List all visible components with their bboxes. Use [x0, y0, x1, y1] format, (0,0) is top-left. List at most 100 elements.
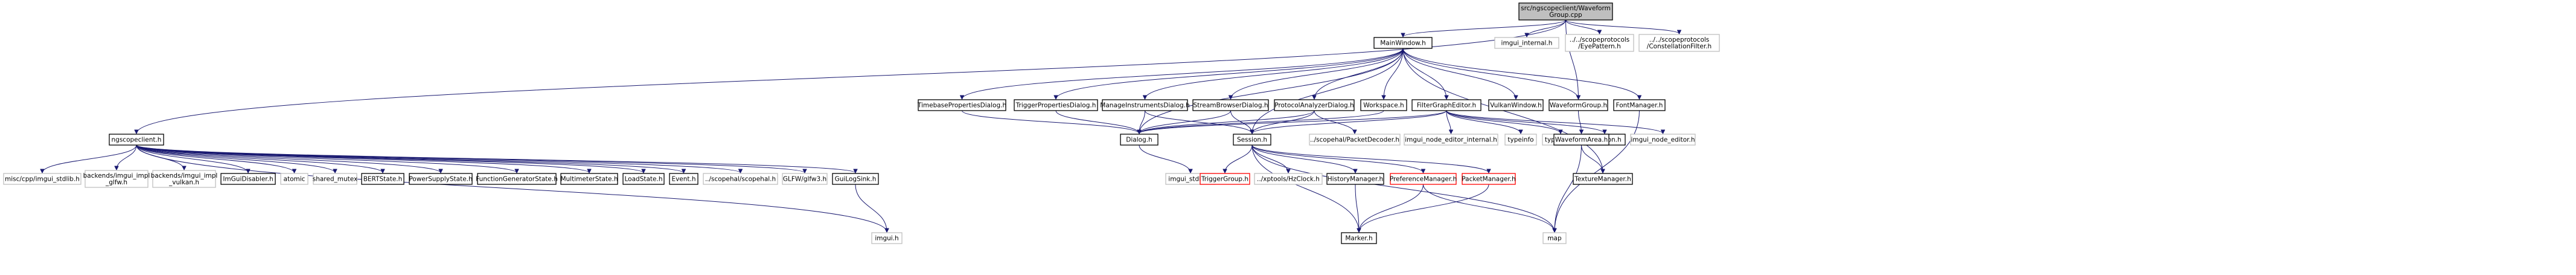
edge-mainwindow-to-filtergraph	[1402, 48, 1446, 99]
node-box-vulkanwindow	[1488, 99, 1544, 111]
node-box-packetdecoder	[1309, 134, 1401, 146]
node-label-scopehal: ../scopehal/scopehal.h	[705, 176, 776, 183]
node-box-historymgr	[1326, 173, 1384, 185]
edge-session-to-historymgr	[1251, 144, 1355, 173]
node-map: map	[1542, 232, 1567, 244]
node-timebase[interactable]: TimebasePropertiesDialog.h	[917, 99, 1006, 111]
node-box-session	[1233, 134, 1271, 146]
node-label-constellation: ../../scopeprotocols	[1649, 36, 1710, 44]
node-label-sharedmutex: shared_mutex	[313, 176, 358, 183]
node-label-manageinst: ManageInstrumentsDialog.h	[1100, 102, 1189, 109]
edge-mainwindow-to-trigprops	[1056, 48, 1404, 99]
node-constellation: ../../scopeprotocols/ConstellationFilter…	[1638, 34, 1720, 52]
node-guilogsink[interactable]: GuiLogSink.h	[832, 173, 879, 185]
node-box-guilogsink	[832, 173, 879, 185]
node-session[interactable]: Session.h	[1233, 134, 1271, 146]
node-label-glfw3: GLFW/glfw3.h	[783, 176, 826, 183]
node-event[interactable]: Event.h	[669, 173, 698, 185]
node-label-packetdecoder: ../scopehal/PacketDecoder.h	[1310, 137, 1399, 144]
node-eyepattern: ../../scopeprotocols/EyePattern.h	[1565, 34, 1634, 52]
node-label-multimeter: MultimeterState.h	[560, 176, 618, 183]
edge-fontmanager-to-map	[1555, 110, 1640, 232]
node-label-marker: Marker.h	[1345, 235, 1372, 242]
node-powersupply[interactable]: PowerSupplyState.h	[409, 173, 473, 185]
node-nodeeditor: imgui_node_editor.h	[1630, 134, 1696, 146]
edge-ngscopeclient-to-scopehal	[136, 144, 741, 173]
node-texturemgr[interactable]: TextureManager.h	[1573, 173, 1633, 185]
node-dialog[interactable]: Dialog.h	[1120, 134, 1159, 146]
edge-prefmgr-to-marker	[1359, 184, 1424, 232]
node-protoanalyzer[interactable]: ProtocolAnalyzerDialog.h	[1274, 99, 1355, 111]
node-filtergraph[interactable]: FilterGraphEditor.h	[1411, 99, 1481, 111]
node-box-bertstate	[361, 173, 404, 185]
node-label-trigprops: TriggerPropertiesDialog.h	[1015, 102, 1096, 109]
edge-filtergraph-to-session	[1252, 110, 1447, 134]
node-label-bertstate: BERTState.h	[363, 176, 403, 183]
node-imgui: imgui.h	[871, 232, 903, 244]
edge-ngscopeclient-to-imguidisabler	[136, 144, 248, 173]
node-label-vulkanwindow: VulkanWindow.h	[1490, 102, 1541, 109]
node-manageinst[interactable]: ManageInstrumentsDialog.h	[1100, 99, 1190, 111]
node-box-fontmanager	[1613, 99, 1666, 111]
node-bertstate[interactable]: BERTState.h	[361, 173, 404, 185]
node-label-atomic: atomic	[284, 176, 305, 183]
edge-session-to-triggergroup	[1225, 144, 1253, 173]
edge-protoanalyzer-to-session	[1252, 110, 1315, 134]
edge-timebase-to-dialog	[962, 110, 1140, 134]
node-label-filtergraph: FilterGraphEditor.h	[1417, 102, 1476, 109]
node-box-nodeeditorint	[1404, 134, 1498, 146]
node-box-event	[669, 173, 698, 185]
node-hzclock: ../xptools/HzClock.h	[1254, 173, 1323, 185]
node-label-packetmgr: PacketManager.h	[1462, 176, 1515, 183]
node-box-funcgen	[477, 173, 557, 185]
node-workspace[interactable]: Workspace.h	[1360, 99, 1407, 111]
node-label-constellation: /ConstellationFilter.h	[1647, 43, 1711, 50]
edge-mainwindow-to-fontmanager	[1402, 48, 1640, 99]
node-label-timebase: TimebasePropertiesDialog.h	[917, 102, 1006, 109]
node-marker[interactable]: Marker.h	[1341, 232, 1377, 244]
edge-root-to-ngscopeclient	[136, 19, 1566, 134]
edge-ngscopeclient-to-sharedmutex	[136, 144, 335, 173]
node-box-waveformarea	[1553, 134, 1609, 146]
node-box-vulkan	[152, 170, 216, 188]
node-ngscopeclient[interactable]: ngscopeclient.h	[109, 134, 164, 146]
node-funcgen[interactable]: FunctionGeneratorState.h	[476, 173, 558, 185]
node-waveformarea[interactable]: WaveformArea.h	[1553, 134, 1609, 146]
node-packetmgr: PacketManager.h	[1462, 173, 1516, 185]
edge-ngscopeclient-to-stdlib	[42, 144, 137, 173]
edge-root-to-eyepattern	[1565, 19, 1600, 34]
node-loadstate[interactable]: LoadState.h	[622, 173, 665, 185]
node-vulkanwindow[interactable]: VulkanWindow.h	[1488, 99, 1544, 111]
node-historymgr[interactable]: HistoryManager.h	[1326, 173, 1384, 185]
node-fontmanager[interactable]: FontManager.h	[1613, 99, 1666, 111]
node-mainwindow[interactable]: MainWindow.h	[1373, 37, 1433, 49]
node-waveformgroup[interactable]: WaveformGroup.h	[1548, 99, 1608, 111]
node-label-funcgen: FunctionGeneratorState.h	[476, 176, 558, 183]
node-atomic: atomic	[280, 173, 308, 185]
node-label-nodeeditor: imgui_node_editor.h	[1631, 137, 1695, 144]
edge-root-to-waveformgroup	[1565, 19, 1579, 99]
edge-mainwindow-to-session	[1252, 48, 1404, 134]
edge-filtergraph-to-nodeeditorint	[1446, 110, 1451, 134]
edge-root-to-constellation	[1565, 19, 1680, 34]
node-trigprops[interactable]: TriggerPropertiesDialog.h	[1014, 99, 1098, 111]
edge-mainwindow-to-streambrowser	[1231, 48, 1404, 99]
node-label-typeinfo: typeinfo	[1507, 137, 1533, 144]
node-box-filtergraph	[1411, 99, 1481, 111]
node-label-guilogsink: GuiLogSink.h	[835, 176, 877, 183]
edge-waveformarea-to-texturemgr	[1581, 144, 1603, 173]
node-box-stdlib	[3, 173, 81, 185]
node-prefmgr: PreferenceManager.h	[1390, 173, 1457, 185]
node-root[interactable]: src/ngscopeclient/WaveformGroup.cpp	[1518, 2, 1613, 21]
node-multimeter[interactable]: MultimeterState.h	[560, 173, 618, 185]
node-box-sharedmutex	[313, 173, 357, 185]
node-box-glfw3	[782, 173, 828, 185]
node-streambrowser[interactable]: StreamBrowserDialog.h	[1192, 99, 1269, 111]
node-box-dialog	[1120, 134, 1159, 146]
node-imguidisabler[interactable]: ImGuiDisabler.h	[220, 173, 276, 185]
edge-dialog-to-imguistdlib	[1139, 144, 1191, 173]
node-box-mainwindow	[1373, 37, 1433, 49]
node-label-vulkan: _vulkan.h	[168, 179, 199, 186]
node-box-imguidisabler	[220, 173, 276, 185]
edge-mainwindow-to-workspace	[1384, 48, 1404, 99]
